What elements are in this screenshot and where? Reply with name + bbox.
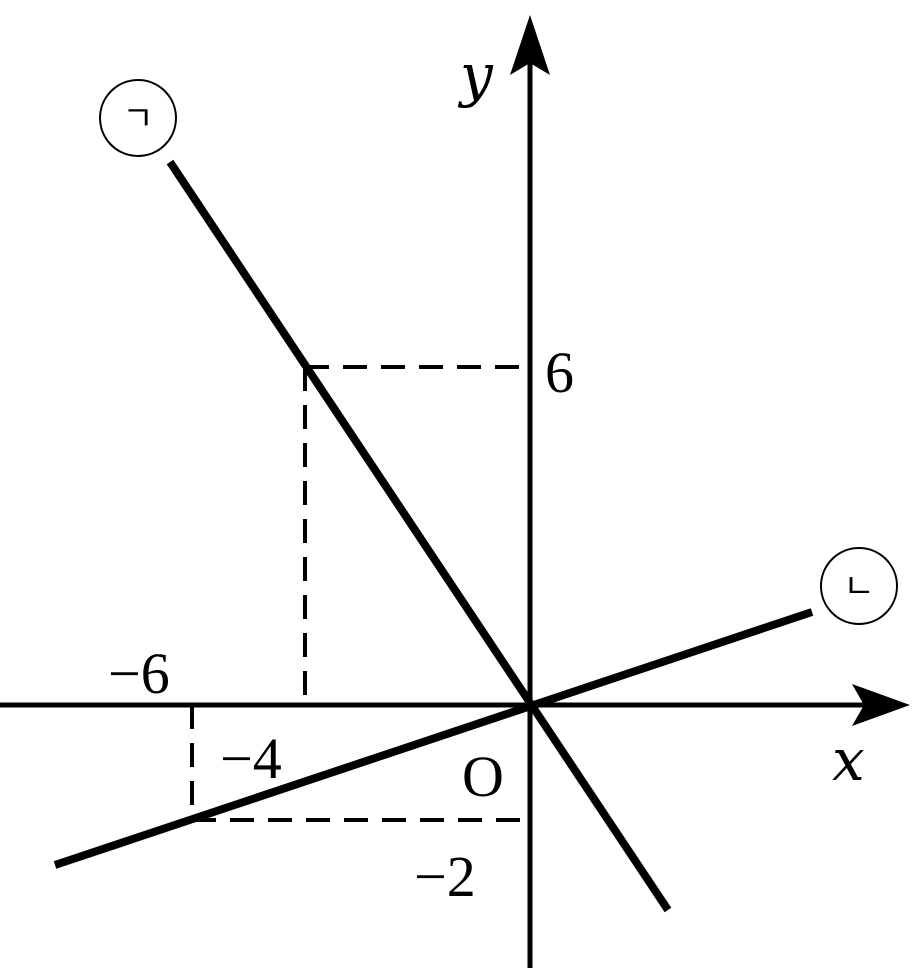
x-axis-label: x [832, 726, 865, 794]
tick-x-neg6: −6 [108, 641, 170, 706]
line-b-label-text: ㄴ [843, 567, 874, 607]
tick-y-neg2: −2 [414, 844, 476, 909]
line-b [53, 608, 814, 869]
line-b-label: ㄴ [820, 547, 898, 625]
y-axis-label: y [457, 41, 494, 109]
origin-label: O [462, 744, 504, 809]
x-axis-arrow [852, 684, 910, 726]
tick-y-6: 6 [545, 340, 574, 405]
tick-x-neg4: −4 [220, 726, 282, 791]
line-b-label-circle [820, 547, 898, 625]
line-a-label-text: ㄱ [122, 99, 153, 139]
line-a [166, 159, 672, 913]
y-axis-arrow [510, 15, 550, 75]
line-a-label-circle [99, 79, 177, 157]
line-a-label: ㄱ [99, 79, 177, 157]
